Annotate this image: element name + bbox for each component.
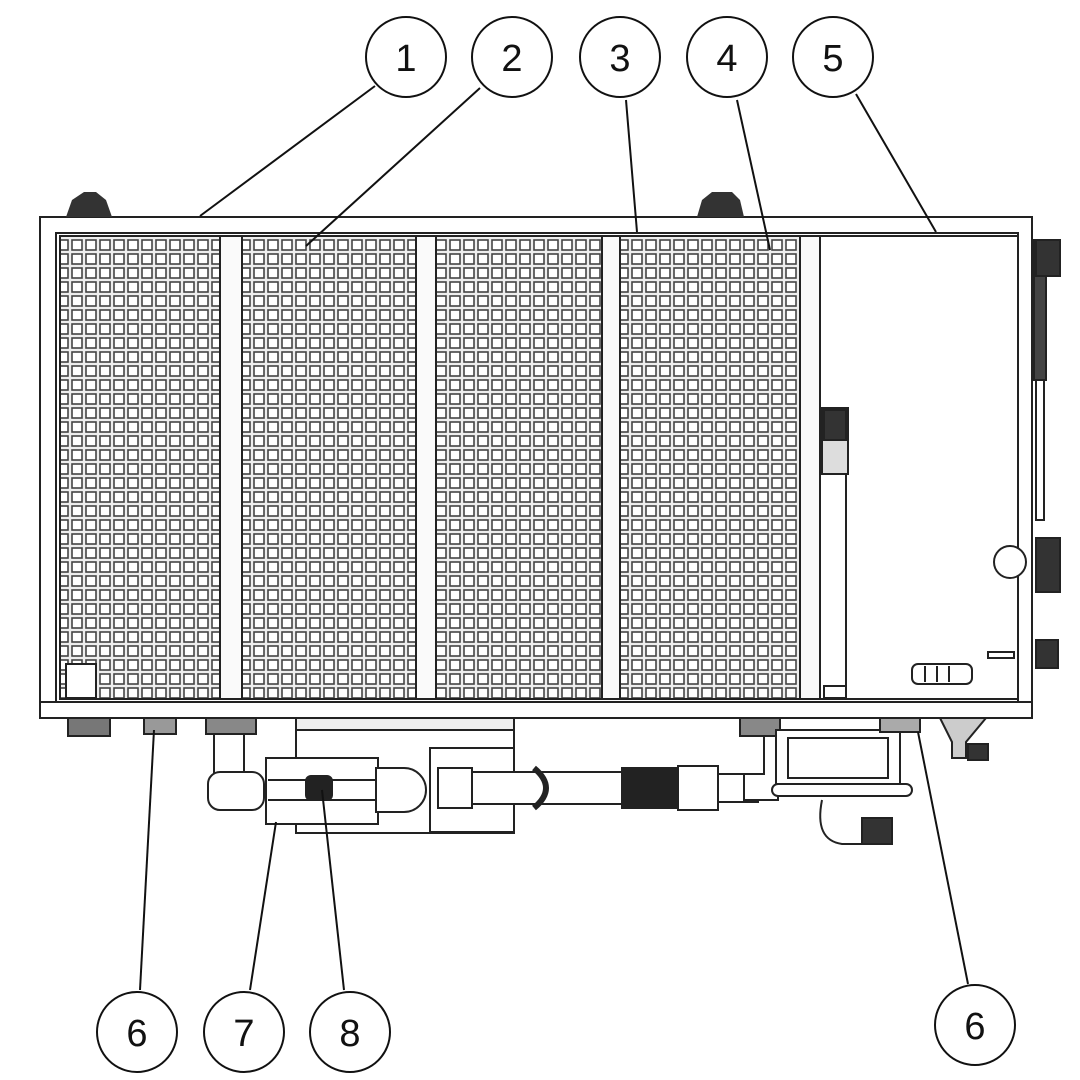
- piping-assembly: [67, 717, 989, 845]
- valve: [305, 775, 333, 801]
- svg-text:3: 3: [609, 38, 630, 80]
- callout-8: 8: [309, 991, 391, 1073]
- svg-text:6: 6: [964, 1006, 985, 1048]
- svg-text:5: 5: [822, 38, 843, 80]
- filter-panel-4: [619, 235, 801, 700]
- callout-7: 7: [203, 991, 285, 1073]
- callout-6-right: 6: [934, 984, 1016, 1066]
- filter-panel-1: [59, 235, 221, 700]
- svg-text:4: 4: [716, 38, 737, 80]
- filter-panel-2: [241, 235, 417, 700]
- filter-panel-3: [435, 235, 603, 700]
- callout-5: 5: [792, 16, 874, 98]
- svg-text:2: 2: [501, 38, 522, 80]
- side-cabinet: [65, 235, 1061, 700]
- callout-2: 2: [471, 16, 553, 98]
- svg-text:7: 7: [233, 1013, 254, 1055]
- top-lifting-lugs: [66, 192, 744, 217]
- svg-text:6: 6: [126, 1013, 147, 1055]
- svg-text:1: 1: [395, 38, 416, 80]
- leader-lines: [139, 85, 969, 991]
- callout-4: 4: [686, 16, 768, 98]
- callout-6-left: 6: [96, 991, 178, 1073]
- callout-1: 1: [365, 16, 447, 98]
- callout-3: 3: [579, 16, 661, 98]
- filter-panels: [59, 235, 821, 700]
- svg-text:8: 8: [339, 1013, 360, 1055]
